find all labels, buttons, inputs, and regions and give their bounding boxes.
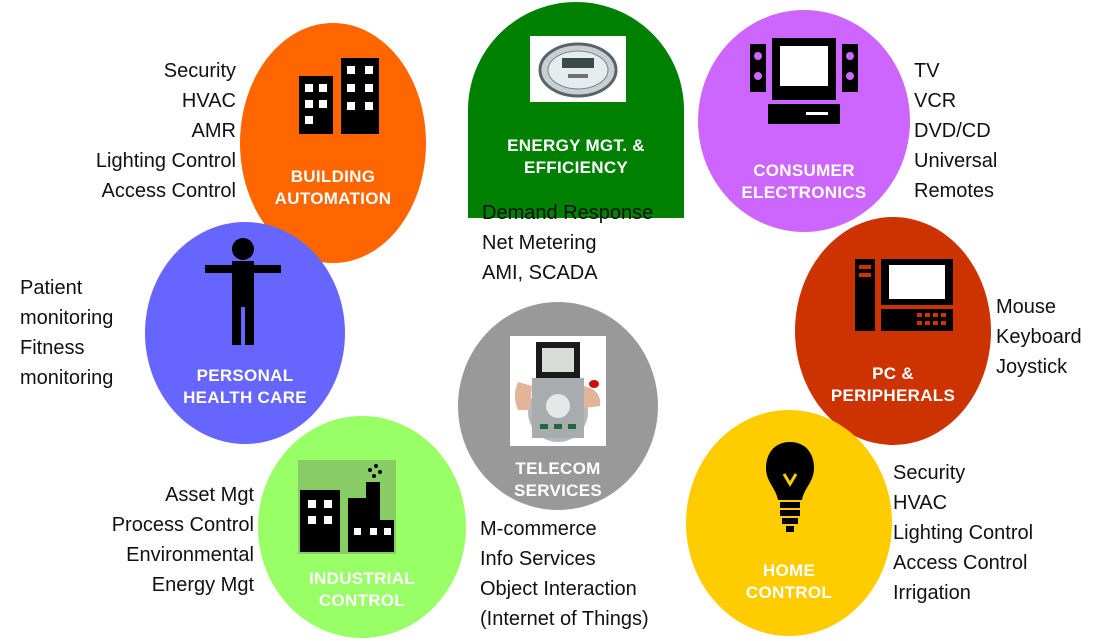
- list-item: Mouse: [996, 296, 1057, 318]
- title-line: CONTROL: [745, 583, 833, 602]
- pc-peripherals-list: Mouse Keyboard Joystick: [996, 292, 1082, 382]
- title-line: PERIPHERALS: [830, 386, 956, 405]
- title-line: ENERGY MGT. &: [507, 136, 645, 155]
- consumer-electronics-list: TV VCR DVD/CD Universal Remotes: [914, 56, 997, 206]
- list-item: Fitness: [20, 337, 85, 359]
- list-item: monitoring: [20, 307, 114, 329]
- home-control-title: HOME CONTROL: [686, 560, 892, 604]
- title-line: BUILDING: [290, 167, 376, 186]
- list-item: Access Control: [101, 180, 237, 202]
- list-item: AMI, SCADA: [482, 262, 598, 284]
- pc-peripherals-title: PC & PERIPHERALS: [795, 363, 991, 407]
- list-item: Net Metering: [482, 232, 597, 254]
- list-item: VCR: [914, 90, 957, 112]
- consumer-electronics-title: CONSUMER ELECTRONICS: [698, 160, 910, 204]
- list-item: Remotes: [914, 180, 995, 202]
- list-item: Security: [163, 60, 236, 82]
- personal-health-care-circle: PERSONAL HEALTH CARE: [145, 222, 345, 444]
- person-icon: [205, 238, 281, 345]
- list-item: Patient: [20, 277, 83, 299]
- building-automation-list: Security HVAC AMR Lighting Control Acces…: [96, 56, 236, 206]
- list-item: M-commerce: [480, 518, 597, 540]
- lightbulb-icon: [766, 442, 814, 532]
- personal-health-care-list: Patient monitoring Fitness monitoring: [20, 273, 113, 393]
- list-item: Asset Mgt: [165, 484, 254, 506]
- list-item: Lighting Control: [893, 522, 1034, 544]
- home-control-list: Security HVAC Lighting Control Access Co…: [893, 458, 1033, 608]
- title-line: HOME: [762, 561, 816, 580]
- telecom-services-circle: TELECOM SERVICES: [458, 302, 658, 510]
- industrial-control-list: Asset Mgt Process Control Environmental …: [112, 480, 254, 600]
- title-line: EFFICIENCY: [523, 158, 629, 177]
- list-item: DVD/CD: [914, 120, 991, 142]
- list-item: Energy Mgt: [151, 574, 254, 596]
- personal-health-care-title: PERSONAL HEALTH CARE: [145, 365, 345, 409]
- telecom-services-list: M-commerce Info Services Object Interact…: [480, 514, 649, 634]
- title-line: PERSONAL: [196, 366, 294, 385]
- list-item: Irrigation: [893, 582, 971, 604]
- buildings-icon: [299, 58, 379, 134]
- home-control-circle: HOME CONTROL: [686, 410, 892, 636]
- list-item: monitoring: [20, 367, 114, 389]
- list-item: HVAC: [181, 90, 236, 112]
- list-item: TV: [914, 60, 940, 82]
- list-item: Universal: [914, 150, 998, 172]
- industrial-control-circle: INDUSTRIAL CONTROL: [258, 416, 466, 638]
- list-item: Access Control: [893, 552, 1028, 574]
- list-item: Process Control: [111, 514, 254, 536]
- energy-management-title: ENERGY MGT. & EFFICIENCY: [468, 135, 684, 179]
- title-line: ELECTRONICS: [741, 183, 867, 202]
- telecom-services-title: TELECOM SERVICES: [458, 458, 658, 502]
- title-line: TELECOM: [515, 459, 601, 478]
- pc-peripherals-circle: PC & PERIPHERALS: [795, 217, 991, 445]
- title-line: INDUSTRIAL: [309, 569, 415, 588]
- list-item: (Internet of Things): [480, 608, 649, 630]
- title-line: SERVICES: [513, 481, 603, 500]
- list-item: Info Services: [480, 548, 596, 570]
- title-line: HEALTH CARE: [183, 388, 307, 407]
- list-item: Environmental: [126, 544, 254, 566]
- list-item: Demand Response: [482, 202, 654, 224]
- list-item: HVAC: [893, 492, 948, 514]
- phone-hand-icon: [510, 336, 606, 446]
- energy-management-circle: ENERGY MGT. & EFFICIENCY: [468, 2, 684, 218]
- title-line: CONSUMER: [753, 161, 855, 180]
- industrial-control-title: INDUSTRIAL CONTROL: [258, 568, 466, 612]
- electric-meter-icon: [530, 36, 626, 102]
- building-automation-circle: BUILDING AUTOMATION: [240, 23, 426, 263]
- title-line: AUTOMATION: [274, 189, 392, 208]
- list-item: AMR: [191, 120, 236, 142]
- title-line: CONTROL: [318, 591, 406, 610]
- list-item: Lighting Control: [95, 150, 236, 172]
- tv-speakers-icon: [750, 38, 858, 124]
- title-line: PC &: [872, 364, 914, 383]
- list-item: Object Interaction: [480, 578, 637, 600]
- energy-management-list: Demand Response Net Metering AMI, SCADA: [482, 198, 653, 288]
- list-item: Keyboard: [996, 326, 1082, 348]
- consumer-electronics-circle: CONSUMER ELECTRONICS: [698, 10, 910, 232]
- list-item: Security: [893, 462, 966, 484]
- building-automation-title: BUILDING AUTOMATION: [240, 166, 426, 210]
- list-item: Joystick: [996, 356, 1068, 378]
- factory-icon: [298, 460, 396, 554]
- computer-icon: [855, 259, 953, 331]
